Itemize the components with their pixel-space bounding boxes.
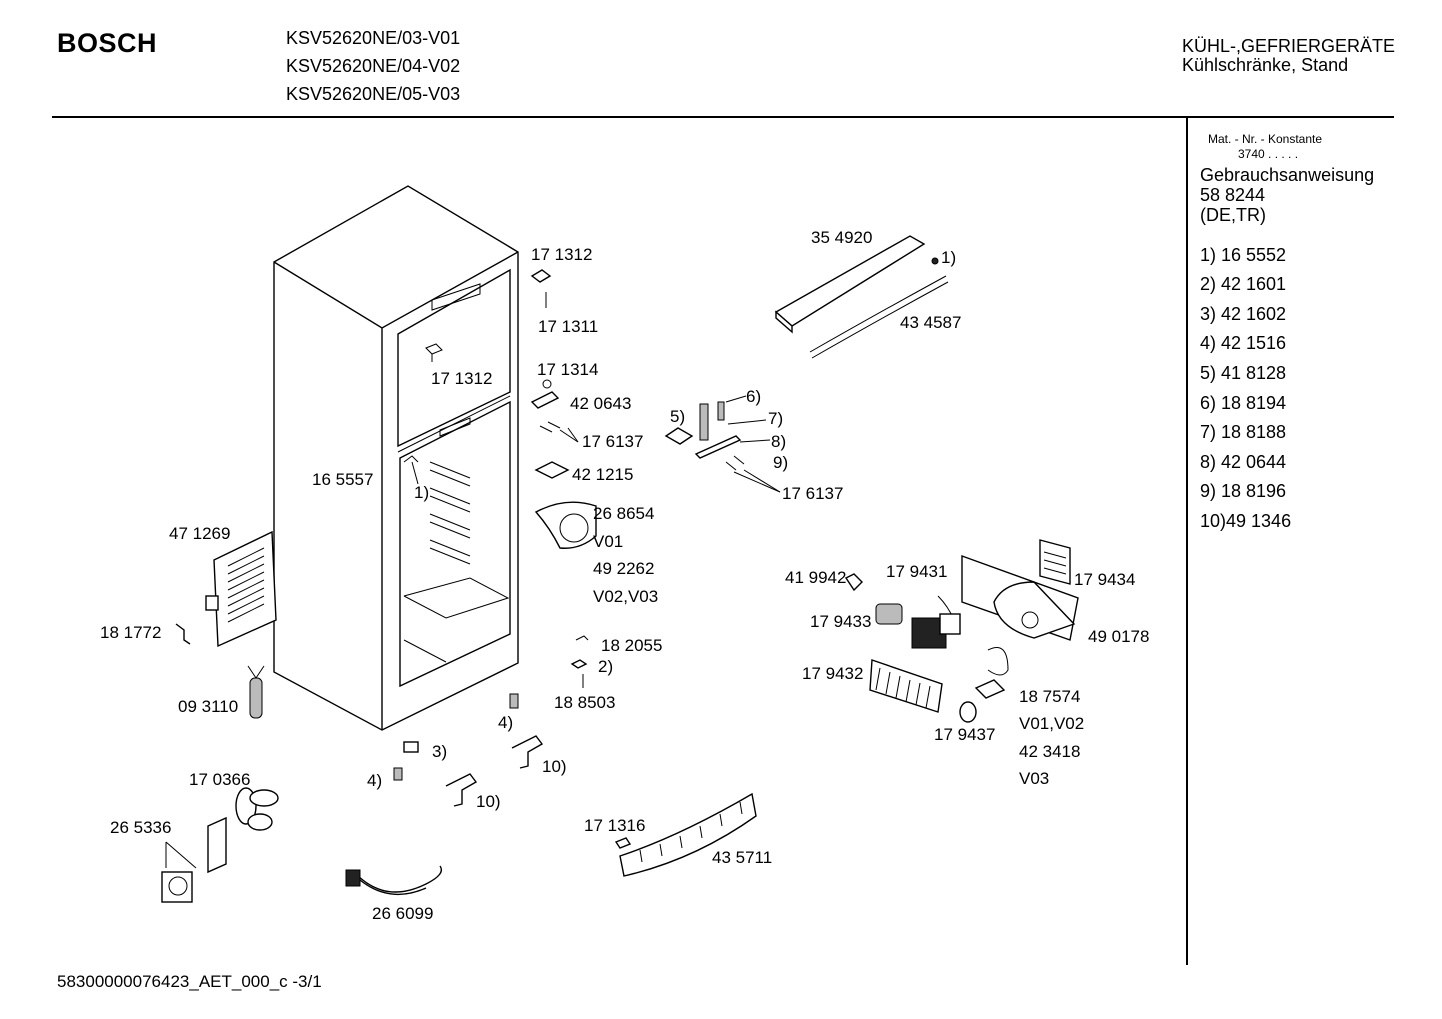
sidebar-item-9: 9) 18 8196 — [1200, 481, 1287, 501]
part-label-179437: 17 9437 — [934, 725, 996, 744]
callout-8: 8) — [771, 432, 787, 451]
variant-v01a: V01 — [593, 532, 624, 551]
callout-5: 5) — [670, 407, 686, 426]
screws-and-brackets — [393, 635, 589, 807]
category-subtitle: Kühlschränke, Stand — [1182, 55, 1349, 75]
part-label-179431: 17 9431 — [886, 562, 948, 581]
variant-v03: V03 — [1019, 769, 1050, 788]
part-label-176137a: 17 6137 — [582, 432, 644, 451]
mat-number-title: Mat. - Nr. - Konstante — [1208, 132, 1323, 146]
bracket-265336 — [207, 816, 227, 874]
callout-1a: 1) — [414, 483, 430, 502]
part-label-171316: 17 1316 — [584, 816, 646, 835]
callout-3: 3) — [432, 742, 448, 761]
part-label-434587: 43 4587 — [900, 313, 962, 332]
part-label-471269: 47 1269 — [169, 524, 231, 543]
sidebar-item-3: 3) 42 1602 — [1200, 304, 1287, 324]
callout-10a: 10) — [542, 757, 567, 776]
part-label-490178: 49 0178 — [1088, 627, 1150, 646]
part-label-265336: 26 5336 — [110, 818, 172, 837]
door-hinge-set — [664, 395, 781, 493]
manual-language: (DE,TR) — [1200, 205, 1266, 225]
part-label-419942: 41 9942 — [785, 568, 847, 587]
sidebar-item-4: 4) 42 1516 — [1200, 333, 1287, 353]
control-panel — [774, 235, 949, 359]
callout-10b: 10) — [476, 792, 501, 811]
part-label-093110: 09 3110 — [178, 697, 239, 716]
sidebar-item-2: 2) 42 1601 — [1200, 274, 1287, 294]
brand-logo: BOSCH — [57, 28, 158, 58]
part-label-171311: 17 1311 — [538, 317, 599, 336]
part-label-179433: 17 9433 — [810, 612, 872, 631]
sidebar-item-6: 6) 18 8194 — [1200, 393, 1287, 413]
part-label-181772: 18 1772 — [100, 623, 162, 642]
variant-v0102: V01,V02 — [1019, 714, 1085, 733]
part-label-268654: 26 8654 — [593, 504, 655, 523]
callout-4a: 4) — [498, 713, 514, 732]
manual-title: Gebrauchsanweisung — [1200, 165, 1375, 185]
document-id: 58300000076423_AET_000_c -3/1 — [57, 972, 322, 991]
part-label-188503: 18 8503 — [554, 693, 616, 712]
part-label-492262: 49 2262 — [593, 559, 655, 578]
part-label-170366: 17 0366 — [189, 770, 251, 789]
category-title: KÜHL-,GEFRIERGERÄTE — [1182, 36, 1396, 56]
callout-6: 6) — [746, 387, 762, 406]
part-label-182055: 18 2055 — [601, 636, 663, 655]
part-label-266099: 26 6099 — [372, 904, 434, 923]
capacitor-093110 — [247, 665, 265, 719]
part-label-171312a: 17 1312 — [531, 245, 593, 264]
part-label-171312b: 17 1312 — [431, 369, 493, 388]
sidebar-item-8: 8) 42 0644 — [1200, 452, 1287, 472]
part-label-423418: 42 3418 — [1019, 742, 1081, 761]
model-number-3: KSV52620NE/05-V03 — [286, 84, 461, 104]
callout-4b: 4) — [367, 771, 383, 790]
manual-number: 58 8244 — [1200, 185, 1266, 205]
callout-2: 2) — [598, 657, 614, 676]
fan-motor — [161, 841, 197, 903]
part-label-435711: 43 5711 — [712, 848, 773, 867]
sidebar-item-5: 5) 41 8128 — [1200, 363, 1287, 383]
part-label-421215: 42 1215 — [572, 465, 634, 484]
fan-blade-170366 — [235, 787, 279, 831]
part-label-420643: 42 0643 — [570, 394, 632, 413]
part-label-187574: 18 7574 — [1019, 687, 1081, 706]
bottom-grille — [614, 792, 757, 877]
sidebar-item-10: 10)49 1346 — [1200, 511, 1292, 531]
model-number-2: KSV52620NE/04-V02 — [286, 56, 461, 76]
part-label-354920: 35 4920 — [811, 228, 873, 247]
part-label-176137b: 17 6137 — [782, 484, 844, 503]
model-number-1: KSV52620NE/03-V01 — [286, 28, 461, 48]
hinge-parts — [530, 269, 579, 479]
refrigerator-cabinet — [273, 185, 519, 731]
part-label-179434: 17 9434 — [1074, 570, 1136, 589]
power-cord-266099 — [345, 865, 443, 896]
callout-1b: 1) — [941, 248, 957, 267]
sidebar-item-1: 1) 16 5552 — [1200, 245, 1287, 265]
back-grille — [205, 530, 277, 648]
callout-9: 9) — [773, 453, 789, 472]
mat-number-value: 3740 . . . . . — [1238, 147, 1299, 161]
part-label-171314: 17 1314 — [537, 360, 599, 379]
fan-housing-268654 — [534, 501, 597, 549]
sidebar-item-7: 7) 18 8188 — [1200, 422, 1287, 442]
sidebar-divider — [1186, 117, 1188, 965]
variant-v0203: V02,V03 — [593, 587, 659, 606]
light-assembly — [844, 539, 1079, 723]
clip-181772 — [175, 623, 191, 645]
callout-7: 7) — [768, 409, 784, 428]
part-label-165557: 16 5557 — [312, 470, 374, 489]
part-label-179432: 17 9432 — [802, 664, 864, 683]
header-divider — [52, 116, 1394, 118]
